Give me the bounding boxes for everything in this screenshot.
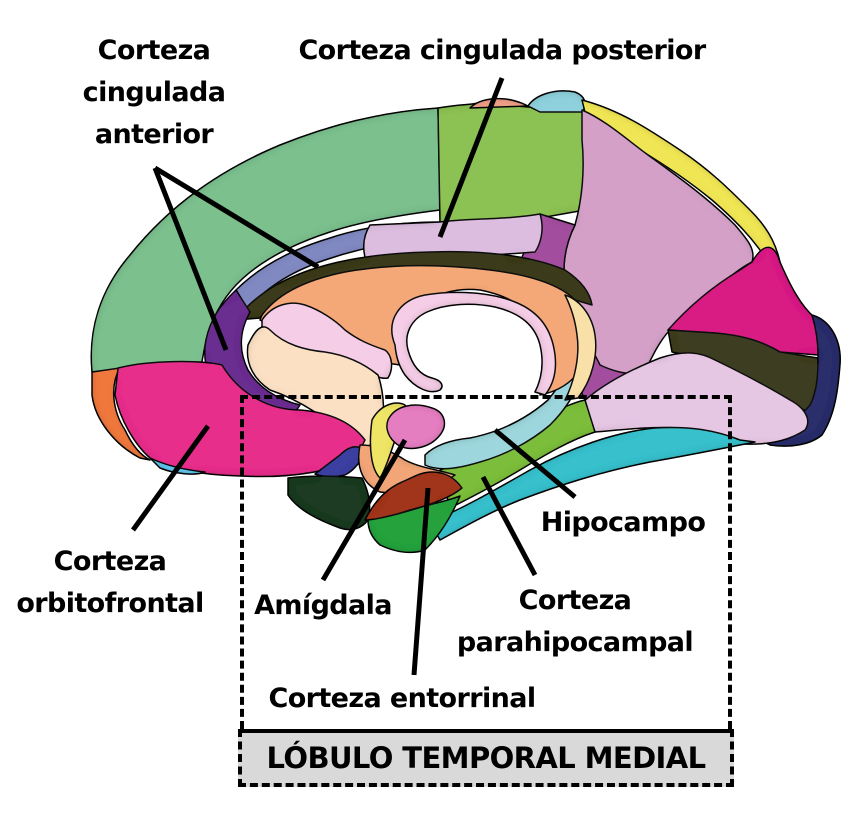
region-superior-frontal: [90, 107, 441, 373]
region-fusiform: [429, 426, 756, 541]
label-line: orbitofrontal: [16, 588, 204, 619]
label-anterior-cingulate: Corteza cingulada anterior: [44, 30, 264, 156]
label-hippocampus: Hipocampo: [528, 502, 718, 544]
label-line: Corteza: [97, 35, 211, 66]
region-caudate-posterior: [564, 294, 597, 401]
medial-temporal-region-box: [240, 395, 732, 729]
region-cap-blue: [527, 90, 586, 113]
label-orbitofrontal: Corteza orbitofrontal: [0, 541, 220, 625]
pointer-entorhinal: [411, 487, 431, 676]
region-paracentral: [437, 102, 586, 225]
pointer-hippocampus: [493, 428, 577, 499]
label-line: Hipocampo: [540, 507, 706, 538]
label-line: cingulada: [82, 77, 226, 108]
label-line: Corteza: [518, 585, 632, 616]
label-line: Amígdala: [254, 590, 392, 621]
pointer-anterior-cingulate-1: [153, 165, 320, 270]
region-cingulate-band: [235, 250, 593, 321]
pointer-anterior-cingulate-2: [152, 167, 229, 351]
label-amygdala: Amígdala: [248, 585, 398, 627]
pointer-amygdala: [320, 438, 408, 582]
region-fornix: [391, 291, 557, 396]
label-line: parahipocampal: [456, 627, 694, 658]
label-posterior-cingulate: Corteza cingulada posterior: [282, 30, 722, 72]
region-frontal-pole: [91, 367, 151, 461]
region-cap-salmon: [469, 97, 529, 109]
label-line: anterior: [94, 119, 214, 150]
pointer-parahippocampal: [480, 475, 538, 577]
region-temporal-pole-green: [367, 495, 461, 554]
region-amygdala: [386, 404, 446, 450]
medial-temporal-banner: LÓBULO TEMPORAL MEDIAL: [238, 729, 734, 787]
label-parahippocampal: Corteza parahipocampal: [440, 580, 710, 664]
pointer-orbitofrontal: [130, 424, 211, 532]
region-lateral-occipital: [759, 314, 841, 447]
label-entorhinal: Corteza entorrinal: [252, 678, 552, 720]
label-line: Corteza entorrinal: [268, 683, 536, 714]
banner-divider: [238, 729, 734, 733]
label-line: Corteza: [53, 546, 167, 577]
pointer-lines: [130, 77, 577, 676]
pointer-posterior-cingulate: [437, 77, 505, 238]
medial-temporal-title: LÓBULO TEMPORAL MEDIAL: [266, 741, 707, 775]
label-line: Corteza cingulada posterior: [298, 35, 706, 66]
